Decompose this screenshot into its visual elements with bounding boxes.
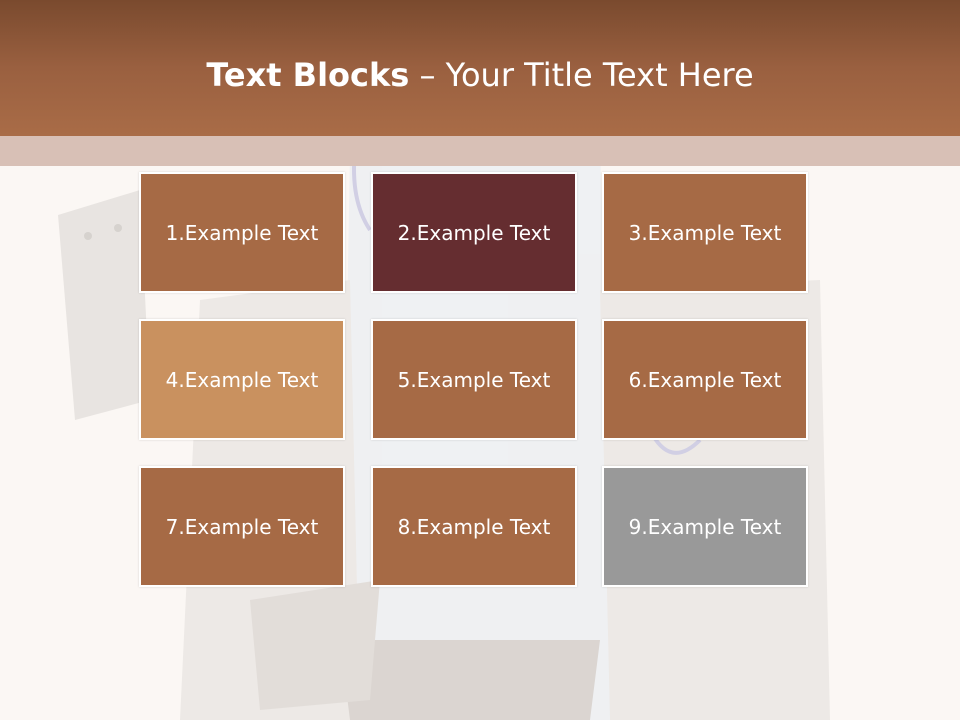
- text-block-6[interactable]: 6.Example Text: [602, 319, 808, 440]
- text-block-label: 3.Example Text: [628, 220, 782, 245]
- text-block-label: 8.Example Text: [397, 514, 551, 539]
- text-block-2[interactable]: 2.Example Text: [371, 172, 577, 293]
- title-dash: –: [409, 56, 446, 94]
- text-block-label: 7.Example Text: [165, 514, 319, 539]
- text-block-4[interactable]: 4.Example Text: [139, 319, 345, 440]
- text-block-1[interactable]: 1.Example Text: [139, 172, 345, 293]
- text-block-label: 1.Example Text: [165, 220, 319, 245]
- slide-title[interactable]: Text Blocks – Your Title Text Here: [0, 52, 960, 98]
- title-rest: Your Title Text Here: [445, 56, 754, 94]
- text-block-label: 9.Example Text: [628, 514, 782, 539]
- title-bar-stripe: [0, 136, 960, 166]
- text-block-8[interactable]: 8.Example Text: [371, 466, 577, 587]
- text-block-label: 5.Example Text: [397, 367, 551, 392]
- text-block-5[interactable]: 5.Example Text: [371, 319, 577, 440]
- text-block-label: 4.Example Text: [165, 367, 319, 392]
- text-block-3[interactable]: 3.Example Text: [602, 172, 808, 293]
- text-block-7[interactable]: 7.Example Text: [139, 466, 345, 587]
- text-block-label: 2.Example Text: [397, 220, 551, 245]
- text-block-label: 6.Example Text: [628, 367, 782, 392]
- title-bar: [0, 0, 960, 136]
- title-bold-part: Text Blocks: [206, 56, 410, 94]
- text-block-9[interactable]: 9.Example Text: [602, 466, 808, 587]
